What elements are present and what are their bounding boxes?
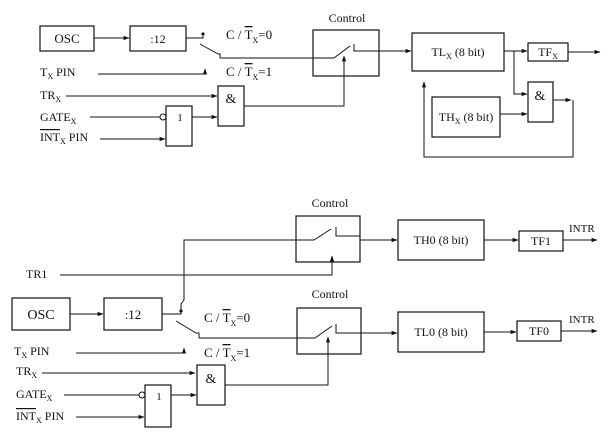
bottom-diagram: Control TH0 (8 bit) TF1 INTR TR1 OSC :12 — [11, 196, 598, 428]
bottom-divider-label: :12 — [125, 307, 142, 322]
bottom-or-label: 1 — [156, 391, 162, 403]
bottom-intx-label: INTX PIN — [16, 409, 64, 425]
top-mode-switch — [199, 43, 219, 55]
bottom-intr-upper-label: INTR — [569, 223, 595, 235]
top-mode-c1: C / TX=1 — [226, 64, 272, 82]
top-osc-box — [39, 25, 95, 52]
bottom-intr-lower-label: INTR — [569, 314, 595, 326]
bottom-and-gate — [196, 364, 226, 406]
bottom-tx-pin-label: TX PIN — [14, 344, 50, 360]
top-control-switch — [333, 45, 351, 59]
top-mode-c0: C / TX=0 — [226, 27, 272, 45]
bottom-tf1-box — [518, 230, 564, 252]
bottom-gatex-label: GATEX — [16, 387, 53, 403]
top-trx-label: TRX — [40, 88, 61, 104]
top-tlx-label: TLX (8 bit) — [431, 45, 484, 61]
top-divider-label: :12 — [150, 32, 165, 46]
bottom-mode-c1: C / TX=1 — [204, 345, 250, 363]
top-feedback-loop — [421, 81, 574, 158]
bottom-and-label: & — [206, 372, 217, 387]
bottom-th0-box — [397, 219, 485, 261]
bottom-tr1-label: TR1 — [26, 267, 47, 281]
top-right-and-label: & — [535, 89, 546, 104]
bottom-control-upper-label: Control — [312, 196, 349, 210]
top-thx-label: THX (8 bit) — [439, 110, 493, 126]
top-right-and-gate — [527, 81, 554, 123]
top-diagram: OSC :12 C / TX=0 C / TX=1 TX PIN Control — [39, 11, 601, 158]
top-gatex-label: GATEX — [40, 110, 77, 126]
top-and-label: & — [226, 92, 237, 107]
bottom-mode-switch — [175, 320, 197, 334]
bottom-or-gate — [144, 384, 172, 428]
top-tlx-box — [411, 32, 505, 72]
top-intx-label: INTX PIN — [40, 130, 88, 146]
top-or-label: 1 — [177, 112, 183, 124]
bottom-tf0-label: TF0 — [529, 324, 549, 338]
bottom-mode-c0: C / TX=0 — [204, 310, 250, 328]
top-osc-label: OSC — [54, 31, 79, 46]
top-divider-box — [129, 25, 187, 52]
bottom-control-lower-box — [296, 307, 362, 355]
bottom-control-upper-box — [295, 215, 361, 263]
bottom-upper-switch — [313, 228, 332, 241]
top-tfx-label: TFX — [538, 45, 558, 61]
bottom-tf1-label: TF1 — [531, 234, 551, 248]
bottom-osc-label: OSC — [27, 308, 54, 323]
bottom-tl0-label: TL0 (8 bit) — [414, 325, 467, 339]
bottom-control-lower-label: Control — [312, 287, 349, 301]
bottom-osc-box — [11, 297, 71, 331]
bottom-tl0-box — [397, 311, 485, 353]
bottom-divider-box — [103, 297, 163, 331]
bottom-trx-label: TRX — [16, 364, 37, 380]
bottom-lower-switch — [314, 325, 333, 339]
top-tx-pin-label: TX PIN — [40, 65, 76, 81]
top-thx-box — [431, 96, 501, 138]
top-control-label: Control — [329, 11, 366, 25]
bottom-th0-label: TH0 (8 bit) — [414, 233, 469, 247]
top-or-gate — [165, 105, 193, 147]
top-control-box — [312, 29, 380, 77]
